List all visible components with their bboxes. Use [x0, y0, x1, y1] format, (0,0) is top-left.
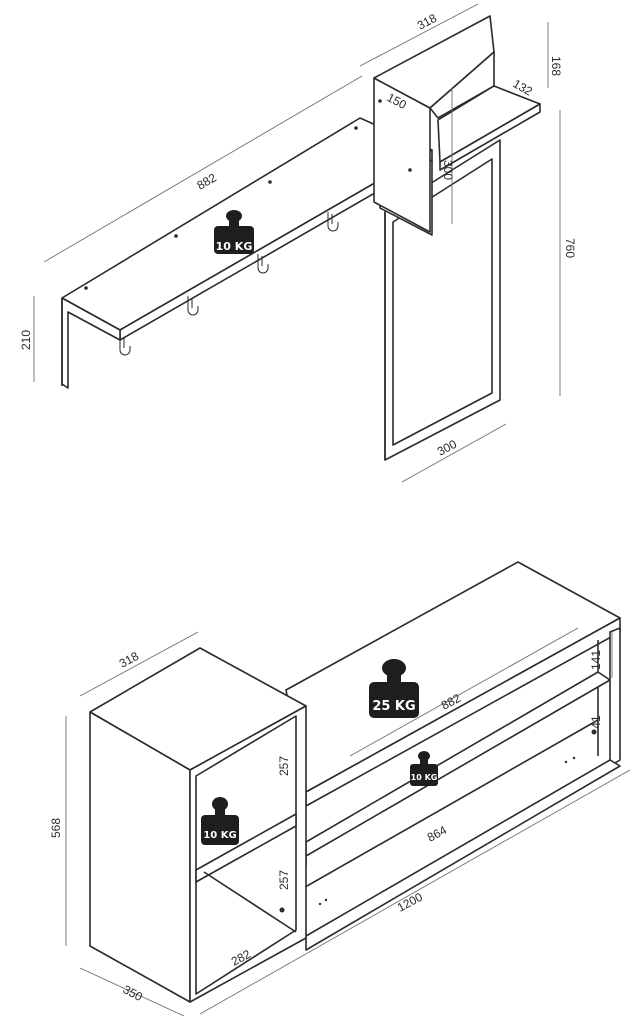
weight-label: 10 KG	[216, 240, 253, 253]
coat-hooks	[119, 212, 339, 356]
weight-compartment-label: 10 KG	[203, 830, 236, 841]
dim-257-lower: 257	[277, 870, 291, 890]
dim-350: 350	[121, 982, 146, 1004]
dim-568: 568	[49, 818, 63, 838]
dim-318-top: 318	[415, 11, 440, 33]
weight-25kg-icon: 25 KG	[369, 659, 419, 718]
shoe-cabinet-drawing: 25 KG 10 KG 10 KG 318 568 882 141 41 257…	[49, 561, 631, 1017]
dim-300-mirror: 300	[435, 437, 460, 459]
cube-shelf	[195, 813, 297, 883]
weight-shelf-label: 10 KG	[411, 773, 438, 782]
weight-10kg-shelf-icon: 10 KG	[410, 751, 438, 786]
dim-168: 168	[549, 56, 563, 76]
bottom-shelf	[305, 759, 621, 951]
cube-front	[189, 705, 307, 1003]
dim-300-vertical: 300	[441, 160, 455, 180]
dim-141: 141	[589, 650, 603, 670]
hook-shelf-front	[439, 103, 541, 171]
dim-882-top: 882	[195, 170, 220, 192]
dim-864: 864	[425, 823, 450, 845]
mirror-glass	[392, 158, 493, 446]
weight-10kg-icon: 10 KG	[214, 210, 254, 254]
weight-25-label: 25 KG	[372, 699, 415, 714]
dim-257-upper: 257	[277, 756, 291, 776]
dim-318-bottom: 318	[117, 649, 142, 671]
dim-760: 760	[563, 238, 577, 258]
hall-stand-drawing: 10 KG 318 168 132 150 882 300 760 210 30…	[19, 3, 577, 483]
right-end-panel	[609, 627, 621, 767]
dim-210: 210	[19, 330, 33, 350]
cube-opening	[195, 715, 297, 995]
weight-10kg-compartment-icon: 10 KG	[201, 797, 239, 845]
dim-41: 41	[589, 715, 603, 729]
